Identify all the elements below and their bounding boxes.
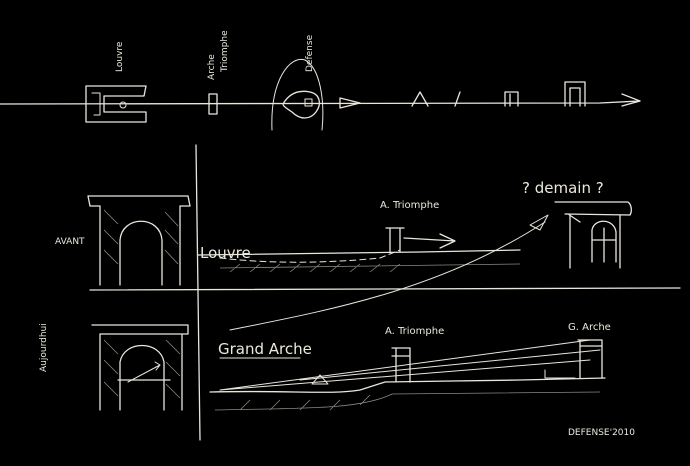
ground-line-aujourdhui bbox=[209, 377, 606, 393]
grande-arche-aujourdhui bbox=[577, 339, 603, 379]
projection-line bbox=[229, 221, 546, 331]
label-a-triomphe-aujourdhui: A. Triomphe bbox=[385, 326, 444, 337]
label-arche: Arche bbox=[207, 54, 217, 80]
label-demain: ? demain ? bbox=[522, 179, 604, 197]
axis-arrow-icon bbox=[621, 93, 641, 107]
divider-horizontal bbox=[89, 287, 681, 291]
label-louvre: Louvre bbox=[115, 41, 125, 72]
axis-line bbox=[0, 100, 641, 105]
arch-elevation-avant bbox=[87, 195, 191, 286]
arch-elevation-aujourdhui bbox=[91, 324, 189, 411]
label-grand-arche: Grand Arche bbox=[218, 340, 312, 358]
future-arche bbox=[554, 201, 632, 269]
axis-arrow-icon bbox=[339, 97, 361, 109]
defense-zone bbox=[271, 58, 324, 131]
elevation-icons bbox=[411, 81, 586, 107]
aujourdhui-section: Aujourdhui Grand Arche A. Triomphe G. Ar… bbox=[39, 322, 611, 411]
arc-triomphe-avant bbox=[385, 227, 456, 253]
label-defense: Defense bbox=[305, 34, 315, 72]
label-aujourdhui: Aujourdhui bbox=[39, 323, 49, 372]
avant-section: AVANT Louvre A. Triomphe ? demain ? bbox=[55, 179, 632, 331]
top-axis: Louvre Arche Triomphe Defense bbox=[0, 30, 641, 131]
label-triomphe: Triomphe bbox=[220, 30, 230, 73]
arc-triomphe-aujourdhui bbox=[391, 347, 411, 383]
signature: DEFENSE'2010 bbox=[568, 428, 635, 438]
label-a-triomphe-avant: A. Triomphe bbox=[380, 200, 439, 211]
divider-vertical bbox=[195, 144, 201, 441]
louvre-plan bbox=[85, 85, 147, 123]
label-avant: AVANT bbox=[55, 237, 85, 247]
label-louvre-avant: Louvre bbox=[200, 244, 251, 262]
label-g-arche: G. Arche bbox=[568, 322, 611, 333]
arrow-head-icon bbox=[529, 214, 549, 231]
arche-plan bbox=[208, 93, 218, 115]
ground-line-avant bbox=[197, 249, 521, 256]
